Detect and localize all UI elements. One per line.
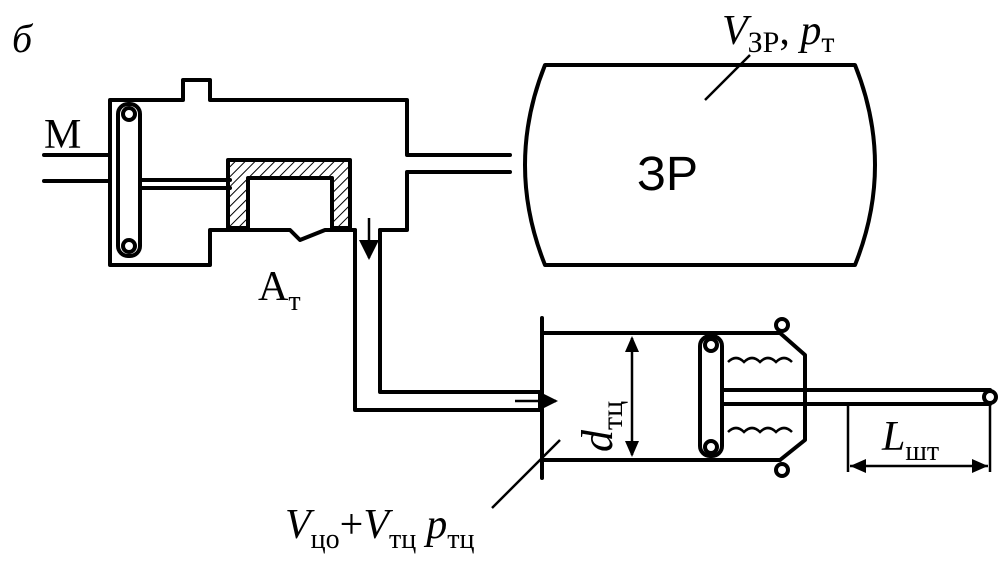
figure-label: б bbox=[12, 16, 34, 61]
stroke-length-dimension: Lшт bbox=[846, 405, 992, 473]
slide-valve bbox=[226, 158, 352, 230]
piston-rod bbox=[720, 388, 998, 406]
brake-line-m: М bbox=[42, 112, 112, 183]
distributor-piston bbox=[116, 102, 232, 258]
reservoir-center-label: ЗР bbox=[637, 148, 698, 201]
air-distributor: Aт bbox=[108, 78, 512, 317]
cylinder-piston bbox=[698, 334, 724, 458]
auxiliary-reservoir: ЗР VЗР, pт bbox=[523, 8, 877, 267]
diameter-label: dтц bbox=[573, 401, 629, 452]
valve-port-label: Aт bbox=[258, 264, 301, 317]
reservoir-volume-label: VЗР, pт bbox=[722, 8, 835, 59]
cylinder-spring bbox=[727, 356, 793, 434]
cylinder-supply-pipe bbox=[353, 218, 558, 412]
line-m-label: М bbox=[44, 112, 81, 158]
brake-cylinder: dтц bbox=[540, 316, 998, 480]
stroke-length-label: Lшт bbox=[881, 414, 939, 467]
